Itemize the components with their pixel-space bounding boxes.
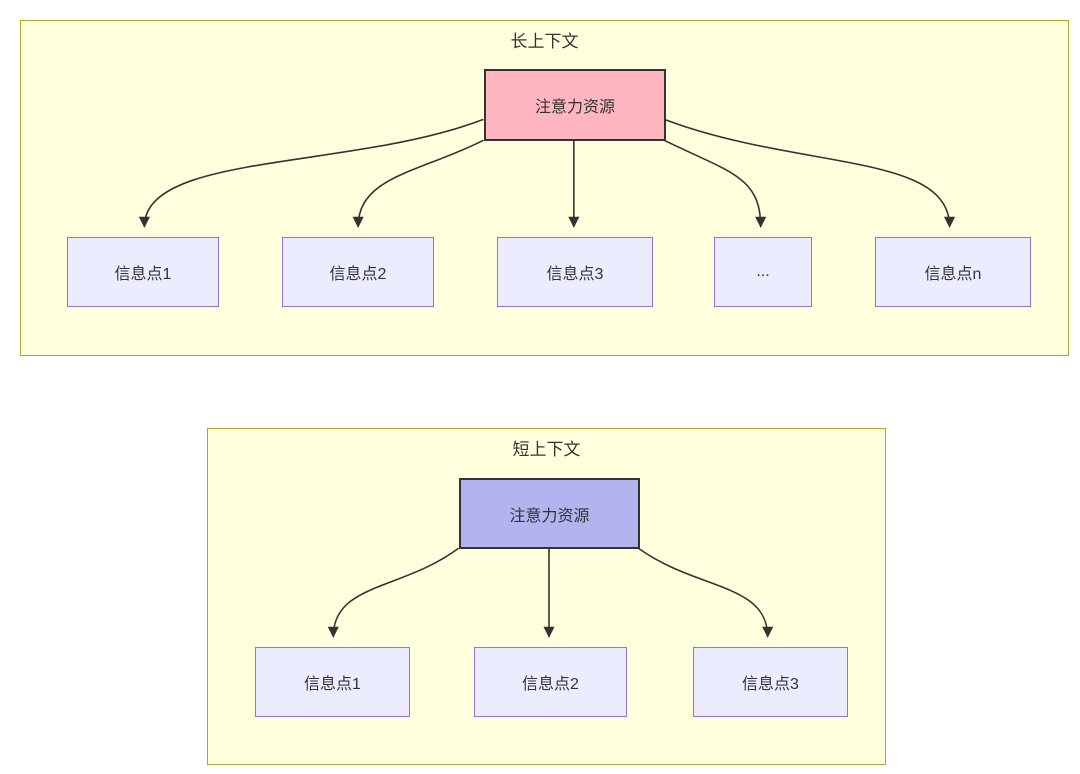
attention-resource-node-long: 注意力资源	[484, 69, 666, 141]
info-point-2-node-short: 信息点2	[474, 647, 627, 717]
info-point-label: 信息点1	[114, 266, 172, 283]
short-context-cluster: 短上下文 注意力资源 信息点1 信息点2 信息点3	[207, 428, 886, 765]
info-point-1-node-long: 信息点1	[67, 237, 219, 307]
info-point-label: 信息点2	[522, 676, 579, 693]
long-context-title: 长上下文	[510, 32, 579, 51]
arrow-root-to-info3	[637, 547, 774, 638]
info-point-label: 信息点3	[742, 676, 799, 693]
info-point-label: 信息点n	[924, 266, 982, 283]
info-point-2-node-long: 信息点2	[282, 237, 434, 307]
info-point-label: 信息点2	[329, 266, 387, 283]
arrow-root-to-info2	[352, 139, 484, 228]
info-point-1-node-short: 信息点1	[255, 647, 410, 717]
info-point-3-node-short: 信息点3	[693, 647, 848, 717]
info-point-label: ...	[756, 263, 770, 280]
attention-resource-label: 注意力资源	[509, 507, 590, 525]
attention-resource-label: 注意力资源	[534, 99, 615, 116]
short-context-title: 短上下文	[512, 440, 581, 459]
info-point-label: 信息点1	[304, 676, 361, 693]
attention-resource-node-short: 注意力资源	[459, 478, 640, 549]
arrow-root-to-info1	[138, 118, 484, 228]
arrow-root-to-info1	[327, 547, 460, 638]
info-point-label: 信息点3	[546, 266, 604, 283]
info-point-n-node: 信息点n	[875, 237, 1031, 307]
arrow-root-to-infon	[664, 118, 956, 228]
arrow-root-to-ellipsis	[663, 139, 767, 228]
info-point-3-node-long: 信息点3	[497, 237, 653, 307]
info-point-ellipsis-node: ...	[714, 237, 812, 307]
long-context-cluster: 长上下文 注意力资源 信息点1 信息点2 信息点3 ...	[20, 20, 1069, 356]
